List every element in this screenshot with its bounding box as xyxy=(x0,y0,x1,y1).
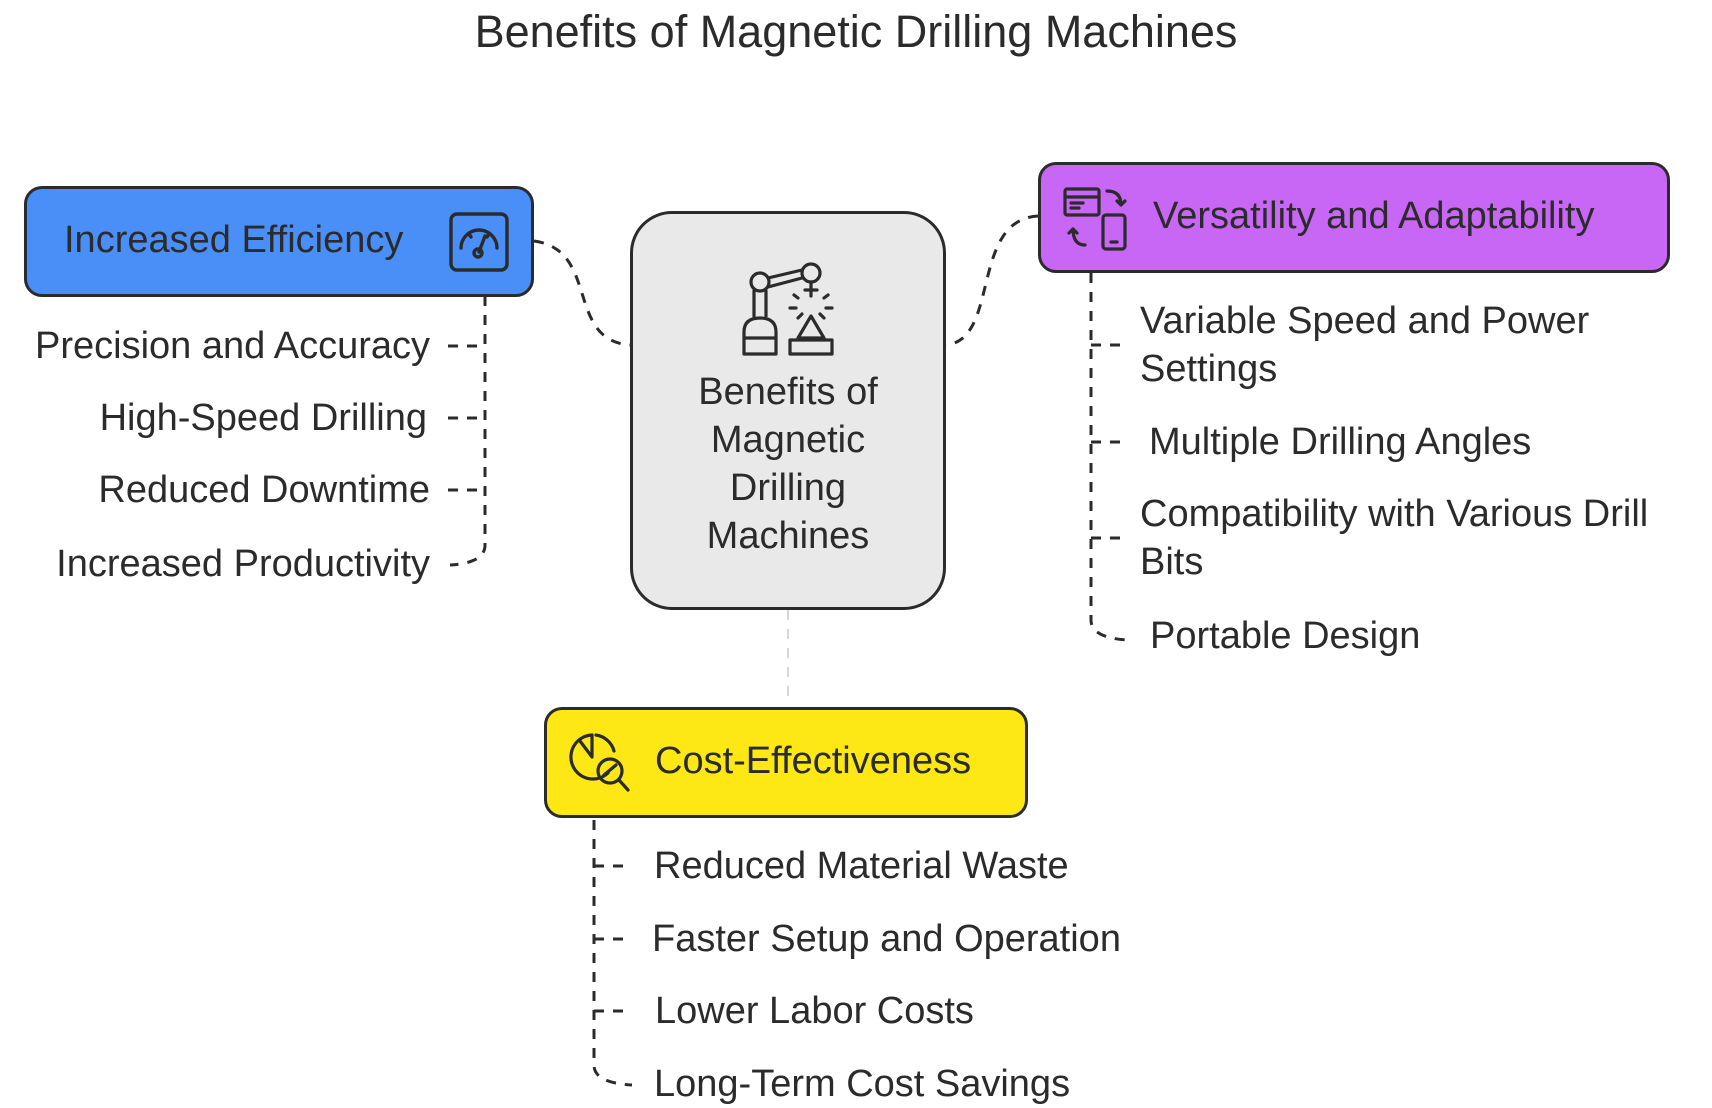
speedometer-icon xyxy=(449,212,509,277)
cost-node[interactable] xyxy=(544,707,1028,818)
connector-efficiency xyxy=(533,239,631,347)
cost-item: Faster Setup and Operation xyxy=(652,918,1121,960)
efficiency-label: Increased Efficiency xyxy=(64,219,404,261)
cost-item: Lower Labor Costs xyxy=(655,990,974,1032)
versatility-node[interactable] xyxy=(1038,162,1670,273)
cost-item: Long-Term Cost Savings xyxy=(654,1063,1071,1105)
center-node[interactable] xyxy=(630,211,946,610)
rail-versatility xyxy=(1089,273,1129,642)
chart-search-icon xyxy=(568,733,632,798)
efficiency-item: High-Speed Drilling xyxy=(99,397,427,439)
efficiency-node[interactable] xyxy=(24,186,534,297)
rail-cost xyxy=(592,820,633,1087)
robotic-arm-icon xyxy=(738,258,836,361)
versatility-item: Multiple Drilling Angles xyxy=(1149,421,1532,463)
center-label-line: Machines xyxy=(706,515,870,557)
versatility-item: Variable Speed and Power Settings xyxy=(1140,300,1590,390)
versatility-item: Compatibility with Various Drill Bits xyxy=(1140,493,1649,583)
cost-item: Reduced Material Waste xyxy=(654,845,1069,887)
center-label-line: Magnetic xyxy=(710,419,866,461)
versatility-item: Portable Design xyxy=(1150,615,1421,657)
versatility-label: Versatility and Adaptability xyxy=(1153,195,1595,237)
rail-efficiency xyxy=(449,296,487,567)
center-label-line: Benefits of xyxy=(698,371,878,413)
center-label: Benefits of Magnetic Drilling Machines xyxy=(640,368,936,560)
connector-versatility xyxy=(945,214,1039,347)
devices-sync-icon xyxy=(1063,185,1129,256)
efficiency-item: Reduced Downtime xyxy=(98,469,430,511)
page-title: Benefits of Magnetic Drilling Machines xyxy=(474,6,1238,57)
center-label-line: Drilling xyxy=(729,467,847,509)
cost-label: Cost-Effectiveness xyxy=(655,740,972,782)
efficiency-item: Precision and Accuracy xyxy=(35,325,430,367)
efficiency-item: Increased Productivity xyxy=(56,543,430,585)
